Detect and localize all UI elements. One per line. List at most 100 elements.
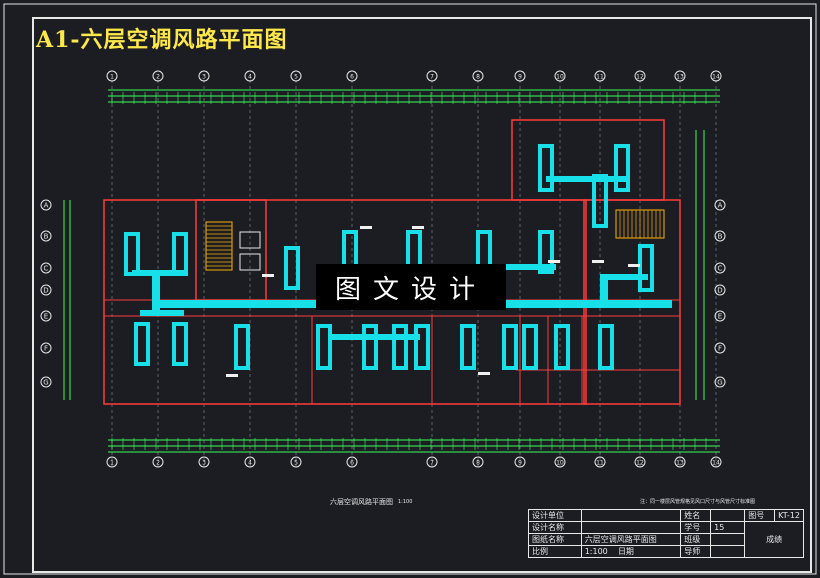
- axis-bubble: [714, 199, 726, 211]
- duct-segment: [284, 246, 300, 290]
- student-no-label: 学号: [680, 521, 712, 534]
- elevator: [239, 231, 261, 249]
- air-outlet: [628, 264, 640, 267]
- axis-label: B: [44, 233, 49, 241]
- date-label: 日期: [617, 547, 634, 556]
- scale-value: 1:100: [584, 547, 608, 556]
- axis-bubble: [290, 456, 302, 468]
- axis-label: 8: [476, 74, 480, 81]
- axis-label: 1: [110, 460, 114, 467]
- advisor-value: [710, 545, 746, 558]
- axis-label: 2: [156, 460, 160, 467]
- axis-bubble: [714, 284, 726, 296]
- axis-label: 11: [596, 74, 604, 81]
- duct-segment: [414, 324, 430, 370]
- duct-segment: [234, 324, 250, 370]
- axis-bubble: [152, 70, 164, 82]
- class-label: 班级: [680, 533, 712, 546]
- axis-bubble: [106, 456, 118, 468]
- axis-bubble: [514, 70, 526, 82]
- axis-bubble: [198, 70, 210, 82]
- duct-segment: [392, 324, 408, 370]
- air-outlet: [262, 274, 274, 277]
- air-outlet: [548, 260, 560, 263]
- design-name-value: [580, 521, 682, 534]
- axis-bubble: [714, 342, 726, 354]
- duct-segment: [362, 324, 378, 370]
- axis-label: 2: [156, 74, 160, 81]
- air-ducts: [124, 144, 672, 370]
- axis-label: 12: [636, 74, 644, 81]
- axis-label: 9: [518, 460, 522, 467]
- watermark: 图文设计: [316, 264, 506, 310]
- axis-bubble: [290, 70, 302, 82]
- axis-bubble: [40, 199, 52, 211]
- duct-segment: [134, 322, 150, 366]
- name-label: 姓名: [680, 509, 712, 522]
- axis-bubble: [594, 456, 606, 468]
- axis-bubble: [346, 456, 358, 468]
- duct-main: [152, 276, 160, 302]
- air-outlet: [592, 260, 604, 263]
- design-unit-label: 设计单位: [528, 509, 582, 522]
- duct-segment: [316, 324, 332, 370]
- air-outlet: [412, 226, 424, 229]
- duct-segment: [124, 232, 140, 276]
- axis-label: 3: [202, 460, 206, 467]
- axis-bubble: [198, 456, 210, 468]
- axis-label: 7: [430, 460, 434, 467]
- axis-label: A: [44, 202, 49, 210]
- duct-segment: [554, 324, 570, 370]
- axis-label: 8: [476, 460, 480, 467]
- axis-bubble: [106, 70, 118, 82]
- axis-label: C: [44, 265, 49, 273]
- axis-label: 10: [556, 74, 564, 81]
- duct-main: [132, 270, 186, 276]
- axis-label: 10: [556, 460, 564, 467]
- axis-label: G: [717, 379, 722, 387]
- axis-bubble: [554, 456, 566, 468]
- axis-bubble: [514, 456, 526, 468]
- axis-label: 12: [636, 460, 644, 467]
- axis-label: 5: [294, 460, 298, 467]
- axis-label: 7: [430, 74, 434, 81]
- axis-label: 9: [518, 74, 522, 81]
- axis-label: 13: [676, 74, 684, 81]
- drawing-name-value: 六层空调风路平面图: [580, 533, 682, 546]
- duct-segment: [172, 232, 188, 276]
- axis-bubble: [40, 262, 52, 274]
- axis-bubble: [714, 262, 726, 274]
- axis-label: D: [717, 287, 722, 295]
- axis-label: 4: [248, 74, 252, 81]
- duct-main: [330, 334, 420, 340]
- duct-segment: [460, 324, 476, 370]
- plan-caption: 六层空调风路平面图: [330, 498, 393, 506]
- axis-bubble: [346, 70, 358, 82]
- drawing-no-label: 图号: [744, 509, 776, 522]
- axis-bubble: [40, 284, 52, 296]
- axis-bubble: [634, 456, 646, 468]
- design-name-label: 设计名称: [528, 521, 582, 534]
- axis-label: 14: [712, 460, 720, 467]
- axis-label: 14: [712, 74, 720, 81]
- drawing-no-value: KT-12: [774, 509, 804, 522]
- air-outlet: [226, 374, 238, 377]
- axis-label: F: [718, 345, 722, 353]
- axis-bubble: [40, 342, 52, 354]
- axis-bubble: [244, 70, 256, 82]
- elevator: [239, 253, 261, 271]
- scale-label: 比例: [528, 545, 582, 558]
- axis-bubble: [714, 310, 726, 322]
- duct-segment: [538, 144, 554, 192]
- axis-label: E: [44, 313, 48, 321]
- axis-bubble: [40, 310, 52, 322]
- axis-label: 11: [596, 460, 604, 467]
- axis-bubble: [40, 230, 52, 242]
- axis-bubble: [634, 70, 646, 82]
- axis-bubble: [472, 456, 484, 468]
- wall-outline: [511, 119, 665, 201]
- axis-bubble: [674, 70, 686, 82]
- axis-bubble: [674, 456, 686, 468]
